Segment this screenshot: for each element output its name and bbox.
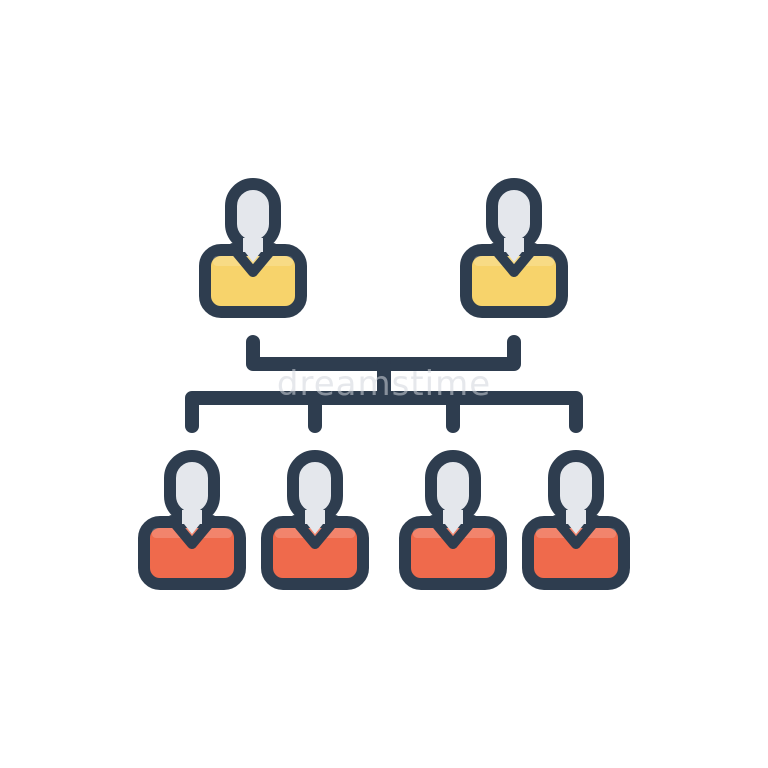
neck bbox=[504, 238, 524, 252]
team-member-person-1 bbox=[138, 450, 246, 590]
person-head bbox=[164, 450, 220, 524]
neck bbox=[443, 510, 463, 524]
neck bbox=[566, 510, 586, 524]
team-member-person-2 bbox=[261, 450, 369, 590]
person-head bbox=[548, 450, 604, 524]
shirt-icon bbox=[307, 524, 323, 534]
team-member-person-4 bbox=[522, 450, 630, 590]
person-head bbox=[425, 450, 481, 524]
hierarchy-connector-lines bbox=[185, 335, 583, 433]
shirt-icon bbox=[445, 524, 461, 534]
manager-person-1 bbox=[199, 178, 307, 318]
manager-person-2 bbox=[460, 178, 568, 318]
collar-icon bbox=[489, 243, 539, 277]
collar-icon bbox=[551, 515, 601, 549]
neck bbox=[305, 510, 325, 524]
person-head bbox=[287, 450, 343, 524]
neck bbox=[243, 238, 263, 252]
lower-bracket-line bbox=[185, 391, 583, 433]
collar-icon bbox=[428, 515, 478, 549]
collar-icon bbox=[167, 515, 217, 549]
person-head bbox=[225, 178, 281, 252]
shirt-icon bbox=[506, 252, 522, 262]
people-group bbox=[138, 178, 630, 590]
shirt-icon bbox=[245, 252, 261, 262]
person-head bbox=[486, 178, 542, 252]
team-member-person-3 bbox=[399, 450, 507, 590]
shirt-icon bbox=[184, 524, 200, 534]
shirt-icon bbox=[568, 524, 584, 534]
collar-icon bbox=[228, 243, 278, 277]
neck bbox=[182, 510, 202, 524]
collar-icon bbox=[290, 515, 340, 549]
